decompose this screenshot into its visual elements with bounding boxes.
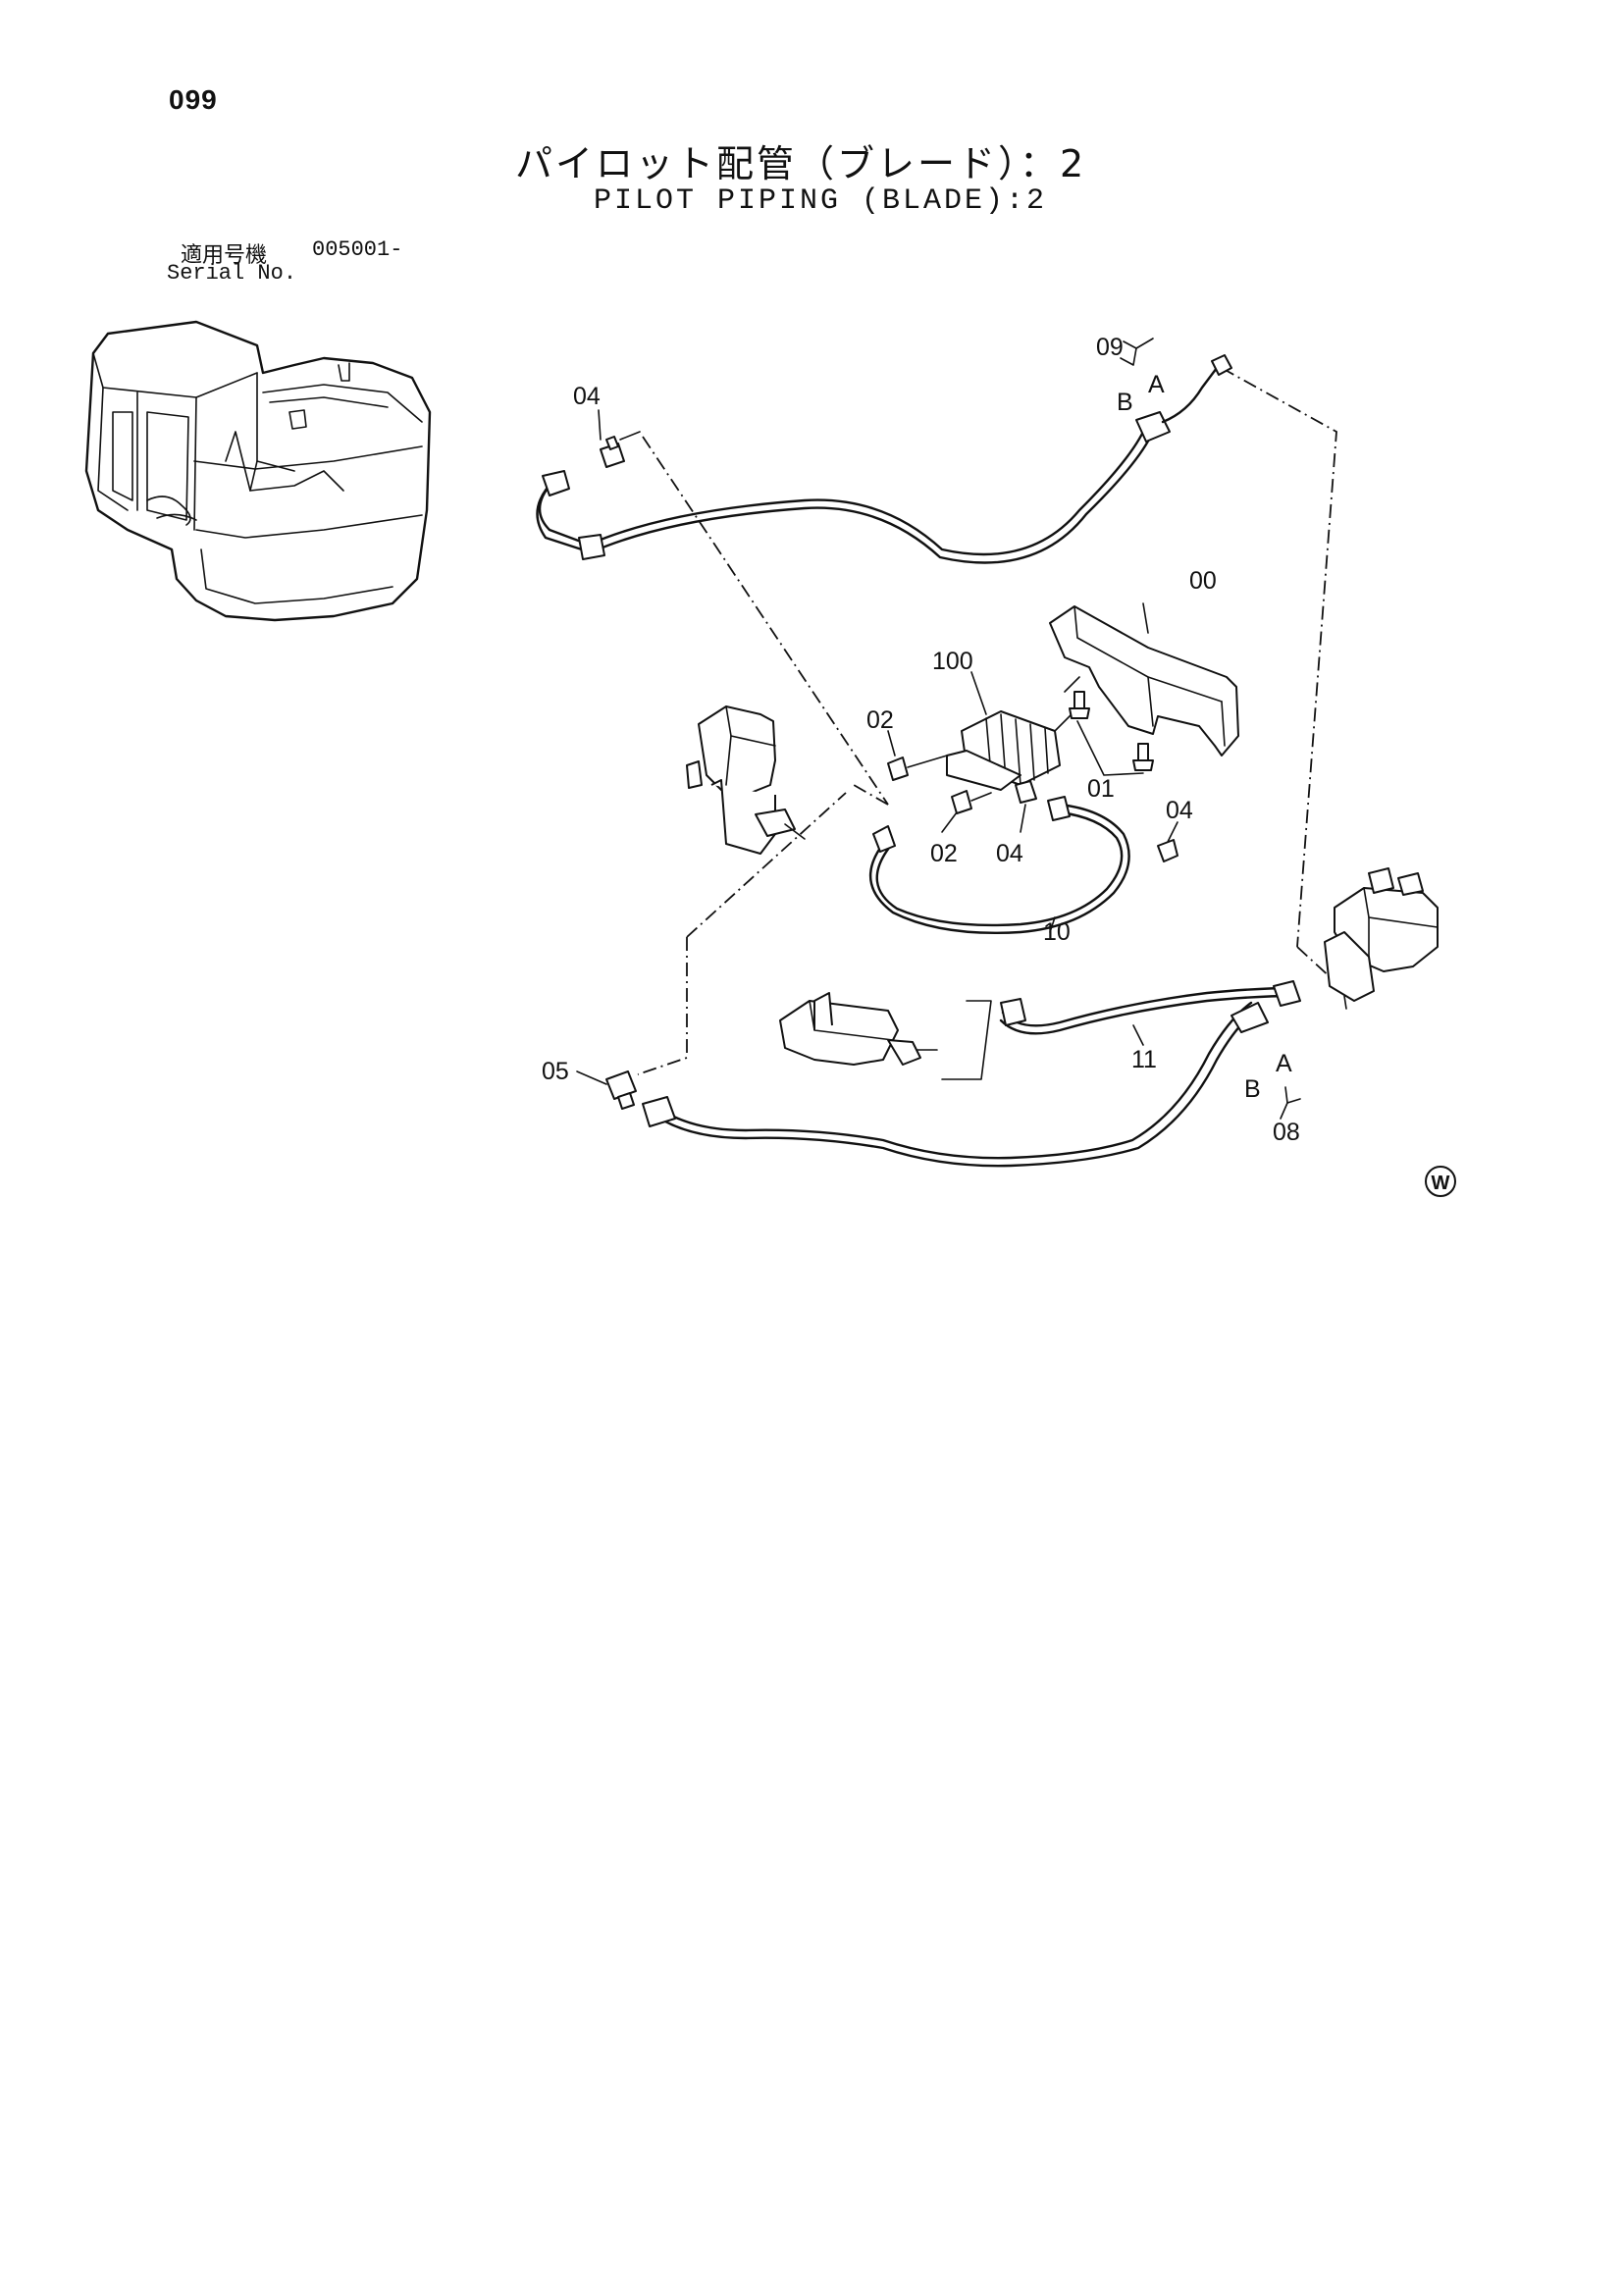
callout-02-lower: 02 <box>930 840 958 867</box>
leader-lines <box>576 338 1301 1120</box>
fitting-part-05 <box>605 1070 637 1110</box>
callout-05: 05 <box>542 1058 569 1085</box>
callout-a-bottom: A <box>1276 1050 1292 1077</box>
page-number: 099 <box>169 84 218 115</box>
callout-labels: 04 09 B A 00 100 02 01 02 04 04 10 11 05… <box>542 334 1300 1146</box>
callout-b-bottom: B <box>1244 1075 1261 1103</box>
hose-part-10 <box>869 796 1130 935</box>
lower-pilot-hose <box>642 1001 1269 1168</box>
lever-valve-part <box>779 992 938 1066</box>
callout-01: 01 <box>1087 775 1115 803</box>
serial-number-value: 005001- <box>312 237 403 262</box>
solenoid-valve-left <box>686 705 806 855</box>
callout-02-upper: 02 <box>866 706 894 734</box>
callout-100: 100 <box>932 648 973 675</box>
watermark-w-symbol: W <box>1425 1166 1456 1197</box>
page-title-japanese: パイロット配管（ブレード）：2 <box>515 142 1087 185</box>
callout-09: 09 <box>1096 334 1124 361</box>
callout-04-right: 04 <box>1166 797 1193 824</box>
callout-04-middle: 04 <box>996 840 1023 867</box>
upper-pilot-hose <box>536 354 1232 564</box>
watermark-letter: W <box>1432 1173 1450 1194</box>
fittings-04-middle <box>1015 780 1178 862</box>
routing-lines <box>637 367 1337 1080</box>
cover-part-00 <box>1049 605 1239 757</box>
valve-block-part-100 <box>946 676 1080 791</box>
callout-11: 11 <box>1131 1046 1157 1073</box>
callout-b-top: B <box>1117 389 1133 416</box>
callout-a-top: A <box>1148 371 1165 398</box>
machine-overview-illustration <box>84 320 432 622</box>
bolts-part-02 <box>887 755 992 814</box>
serial-label-english: Serial No. <box>167 261 297 286</box>
fitting-04-top <box>600 431 641 468</box>
callout-10: 10 <box>1043 918 1071 946</box>
callout-00: 00 <box>1189 567 1217 595</box>
control-valve-right <box>1324 867 1439 1010</box>
page-title-english: PILOT PIPING (BLADE):2 <box>594 184 1048 218</box>
hose-part-11 <box>999 980 1301 1035</box>
callout-04-top: 04 <box>573 383 601 410</box>
callout-08: 08 <box>1273 1119 1300 1146</box>
bolts-part-01 <box>1069 691 1154 776</box>
serial-label-japanese: 適用号機 <box>181 243 268 268</box>
